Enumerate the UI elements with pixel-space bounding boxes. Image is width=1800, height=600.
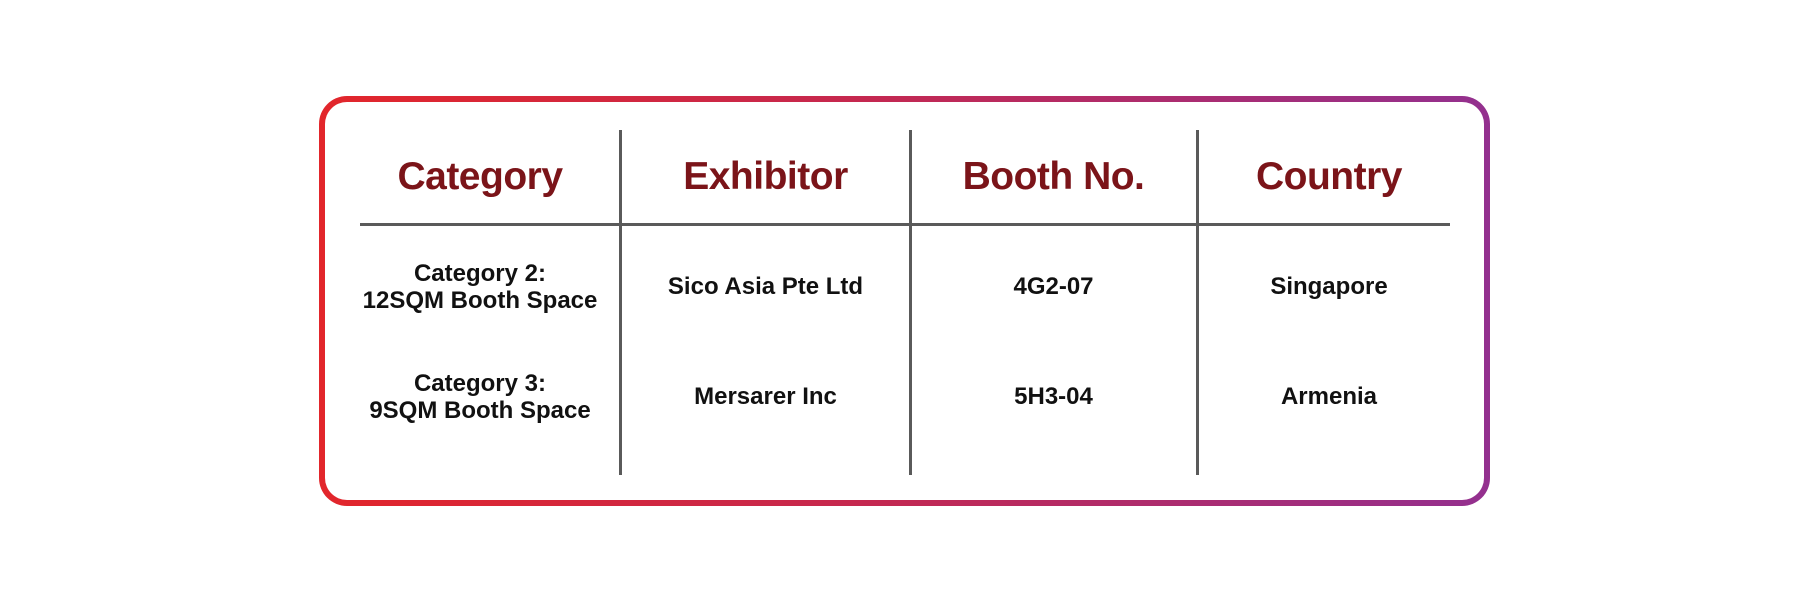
header-exhibitor: Exhibitor [683,154,848,198]
column-divider-1 [619,130,622,475]
table-row-1-country: Singapore [1270,273,1388,300]
table-row-1-booth: 4G2-07 [1013,273,1094,300]
category-description: 12SQM Booth Space [362,286,598,314]
table-row-1-category: Category 2: 12SQM Booth Space [340,240,620,333]
table-row-2-category: Category 3: 9SQM Booth Space [340,350,620,443]
column-divider-3 [1196,130,1199,475]
table-row-2-country: Armenia [1280,383,1378,410]
header-country: Country [1256,154,1403,198]
header-category: Category [397,154,563,198]
category-description: 9SQM Booth Space [369,396,591,424]
table-row-2-exhibitor: Mersarer Inc [694,383,837,410]
category-label: Category 2: [413,259,547,287]
header-divider [360,223,1450,226]
table-frame [319,96,1490,506]
table-row-2-booth: 5H3-04 [1014,383,1093,410]
table-background [325,102,1484,500]
header-booth-no: Booth No. [962,154,1145,198]
category-label: Category 3: [413,369,547,397]
column-divider-2 [909,130,912,475]
table-row-1-exhibitor: Sico Asia Pte Ltd [667,273,864,300]
